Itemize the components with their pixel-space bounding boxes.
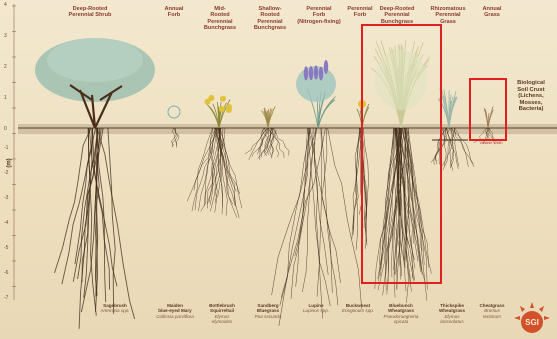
lupine-root bbox=[279, 128, 317, 326]
caption-sandberg: Sandberg BluegrassPoa secunda bbox=[246, 303, 290, 319]
caption-scientific-name: Pseudoroegneria spicata bbox=[376, 314, 426, 325]
caption-thickspike: Thickspike WheatgrassElymus lanceolatus bbox=[430, 303, 474, 324]
tick-label: -5 bbox=[4, 245, 8, 251]
lupine-flower bbox=[309, 66, 313, 80]
lupine-flower bbox=[304, 66, 308, 80]
tick-label: -1 bbox=[4, 145, 8, 151]
highlight-box-annual-grass bbox=[469, 78, 507, 141]
header-perennial-forb-nitrogen: Perennial Forb (Nitrogen-fixing) bbox=[290, 6, 348, 25]
caption-cheatgrass: CheatgrassBromus tectorum bbox=[472, 303, 512, 319]
sagebrush-canopy bbox=[47, 38, 143, 82]
header-shallow-rooted-bunchgrass: Shallow- Rooted Perennial Bunchgrass bbox=[246, 6, 294, 32]
mid-bunchgrass-root bbox=[204, 128, 216, 206]
mid-bunchgrass-flower bbox=[219, 106, 225, 112]
variable-width-label: Variable Width bbox=[478, 141, 504, 145]
lupine-flower bbox=[319, 67, 323, 81]
lupine-leaf bbox=[318, 100, 335, 128]
caption-maiden: Maiden blue-eyed MaryCollinsia parviflor… bbox=[150, 303, 200, 319]
tick-label: 0 bbox=[4, 126, 7, 132]
lupine-root bbox=[328, 128, 362, 309]
lupine-root bbox=[321, 128, 338, 305]
tick-label: 1 bbox=[4, 95, 7, 101]
caption-common-name: Thickspike Wheatgrass bbox=[430, 303, 474, 314]
caption-common-name: Bottlebrush Squirreltail bbox=[200, 303, 244, 314]
caption-scientific-name: Collinsia parviflora bbox=[150, 314, 200, 319]
header-annual-grass: Annual Grass bbox=[474, 6, 510, 19]
caption-buckwheat: BuckwheatEriogonum spp. bbox=[336, 303, 380, 314]
thickspike-root bbox=[445, 128, 451, 168]
biological-soil-crust-label: Biological Soil Crust (Lichens, Mosses, … bbox=[505, 80, 557, 113]
tick-label: -3 bbox=[4, 195, 8, 201]
lupine-flower bbox=[314, 66, 318, 80]
caption-bluebunch: Bluebunch WheatgrassPseudoroegneria spic… bbox=[376, 303, 426, 324]
tick-label: -7 bbox=[4, 295, 8, 301]
caption-scientific-name: Artemisia spp. bbox=[90, 308, 140, 313]
tick-label: -6 bbox=[4, 270, 8, 276]
header-annual-forb: Annual Forb bbox=[156, 6, 192, 19]
header-mid-rooted-bunchgrass: Mid- Rooted Perennial Bunchgrass bbox=[198, 6, 242, 32]
mid-bunchgrass-flower bbox=[205, 99, 211, 105]
annual-forb-flower bbox=[168, 106, 180, 118]
caption-common-name: Maiden blue-eyed Mary bbox=[150, 303, 200, 314]
sagebrush-root bbox=[108, 128, 115, 314]
lupine-flower bbox=[324, 60, 328, 74]
tick-label: 3 bbox=[4, 33, 7, 39]
tick-label: 4 bbox=[4, 2, 7, 8]
caption-sagebrush: SagebrushArtemisia spp. bbox=[90, 303, 140, 314]
header-deep-rooted-shrub: Deep-Rooted Perennial Shrub bbox=[55, 6, 125, 19]
header-rhizomatous-grass: Rhizomatous Perennial Grass bbox=[424, 6, 472, 25]
sgi-logo-icon: SGI bbox=[512, 300, 552, 336]
caption-bottlebrush: Bottlebrush SquirreltailElymus elymoides bbox=[200, 303, 244, 324]
tick-label: -4 bbox=[4, 220, 8, 226]
caption-scientific-name: Elymus lanceolatus bbox=[430, 314, 474, 325]
depth-axis-label: (m) bbox=[7, 158, 13, 167]
tick-label: -2 bbox=[4, 170, 8, 176]
mid-bunchgrass-flower bbox=[226, 104, 232, 110]
header-deep-rooted-bunchgrass: Deep-Rooted Perennial Bunchgrass bbox=[368, 6, 426, 25]
caption-common-name: Sandberg Bluegrass bbox=[246, 303, 290, 314]
mid-bunchgrass-flower bbox=[220, 96, 226, 102]
caption-scientific-name: Bromus tectorum bbox=[472, 308, 512, 319]
highlight-box-deep-rooted-bunchgrass bbox=[361, 24, 442, 284]
caption-scientific-name: Poa secunda bbox=[246, 314, 290, 319]
caption-scientific-name: Lupinus spp. bbox=[294, 308, 338, 313]
svg-text:SGI: SGI bbox=[525, 318, 539, 327]
caption-lupine: LupineLupinus spp. bbox=[294, 303, 338, 314]
caption-common-name: Bluebunch Wheatgrass bbox=[376, 303, 426, 314]
caption-scientific-name: Elymus elymoides bbox=[200, 314, 244, 325]
tick-label: 2 bbox=[4, 64, 7, 70]
buckwheat-root bbox=[352, 128, 360, 239]
caption-scientific-name: Eriogonum spp. bbox=[336, 308, 380, 313]
